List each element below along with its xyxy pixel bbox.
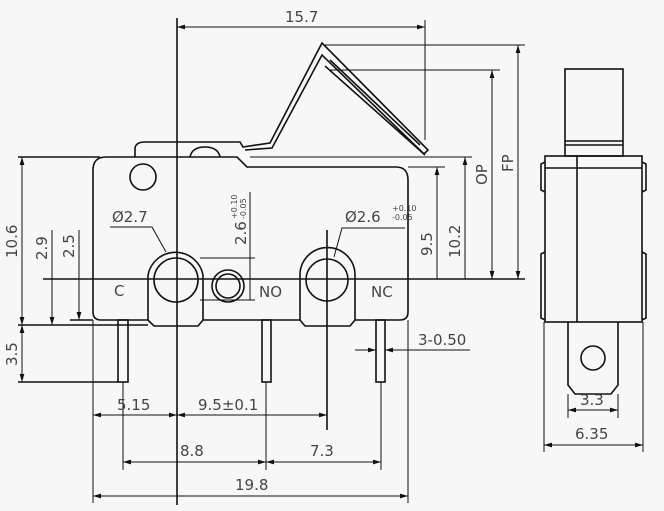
side-terminal-hole: [580, 345, 606, 371]
hole-no-outer: [211, 269, 245, 303]
terminal-nc-label: NC: [371, 283, 393, 301]
terminal-c-label: C: [114, 282, 124, 300]
svg-text:9.5±0.1: 9.5±0.1: [198, 396, 258, 414]
hole-c-dia: Ø2.7: [112, 208, 148, 226]
svg-text:19.8: 19.8: [235, 476, 268, 494]
svg-text:8.8: 8.8: [180, 442, 204, 460]
pin-nc: [375, 319, 386, 383]
dim-15-7: 15.7: [285, 8, 318, 26]
side-terminal-tab: [567, 322, 619, 395]
svg-text:3.3: 3.3: [580, 391, 604, 409]
side-plunger: [564, 68, 624, 157]
svg-text:-0.05: -0.05: [392, 213, 413, 222]
mounting-hole: [129, 163, 157, 191]
fp-label: FP: [499, 154, 517, 172]
side-view: [540, 68, 647, 395]
lever: [134, 41, 430, 157]
plunger: [189, 146, 221, 158]
pin-c: [117, 319, 129, 383]
switch-body: [92, 156, 409, 327]
hole-nc-dia: Ø2.6: [345, 208, 381, 226]
side-body: [544, 155, 643, 323]
svg-text:-0.05: -0.05: [239, 198, 248, 219]
svg-text:2.5: 2.5: [60, 234, 78, 258]
svg-text:9.5: 9.5: [418, 232, 436, 256]
dim-pin-thickness: 3-0.50: [418, 331, 466, 349]
svg-text:7.3: 7.3: [310, 442, 334, 460]
svg-text:3.5: 3.5: [3, 342, 21, 366]
svg-text:10.6: 10.6: [3, 225, 21, 258]
terminal-c-tab: [147, 251, 204, 320]
svg-text:+0.10: +0.10: [230, 194, 239, 219]
terminal-no-label: NO: [259, 283, 282, 301]
svg-text:10.2: 10.2: [446, 225, 464, 258]
hole-no: [215, 273, 241, 299]
svg-text:+0.10: +0.10: [392, 204, 417, 213]
op-label: OP: [473, 164, 491, 185]
front-view: [18, 18, 525, 505]
svg-text:6.35: 6.35: [575, 425, 608, 443]
svg-text:2.6: 2.6: [232, 221, 250, 245]
pin-no: [261, 319, 272, 383]
lever-arm-inner: [324, 59, 426, 156]
hole-c: [153, 257, 199, 303]
svg-text:2.9: 2.9: [33, 236, 51, 260]
svg-text:5.15: 5.15: [117, 396, 150, 414]
